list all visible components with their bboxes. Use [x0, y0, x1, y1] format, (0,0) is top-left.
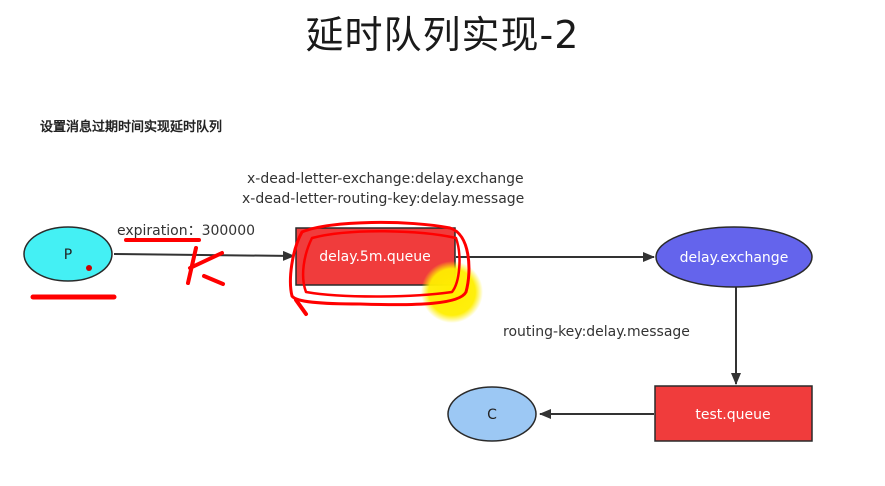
delay-queue-label: delay.5m.queue — [319, 249, 431, 265]
queue-scribble-tail — [294, 298, 308, 316]
delay-exchange-shape — [655, 226, 813, 288]
cursor-dot — [86, 265, 92, 271]
queue-scribble-circle — [288, 220, 471, 307]
dead-letter-exchange-label: x-dead-letter-exchange:delay.exchange — [247, 171, 524, 187]
producer-node: P — [23, 226, 113, 282]
expiration-label: expiration：300000 — [117, 223, 256, 239]
test-queue-shape — [654, 385, 813, 442]
test-queue-node: test.queue — [654, 385, 813, 442]
delay-exchange-node: delay.exchange — [655, 226, 813, 288]
delay-exchange-label: delay.exchange — [680, 250, 789, 266]
diagram-subtitle: 设置消息过期时间实现延时队列 — [40, 120, 223, 135]
arrow-producer-to-queue — [113, 250, 295, 261]
queue-scribble-inner — [301, 229, 461, 298]
test-queue-label: test.queue — [695, 407, 770, 423]
page-title: 延时队列实现-2 — [305, 13, 580, 57]
red-annotations — [30, 220, 471, 316]
producer-label: P — [64, 247, 72, 263]
consumer-shape — [447, 386, 537, 442]
consumer-node: C — [447, 386, 537, 442]
dead-letter-routing-key-label: x-dead-letter-routing-key:delay.message — [242, 191, 525, 207]
routing-key-label: routing-key:delay.message — [503, 324, 690, 340]
cross-mark-icon — [186, 246, 225, 286]
consumer-label: C — [487, 407, 497, 423]
